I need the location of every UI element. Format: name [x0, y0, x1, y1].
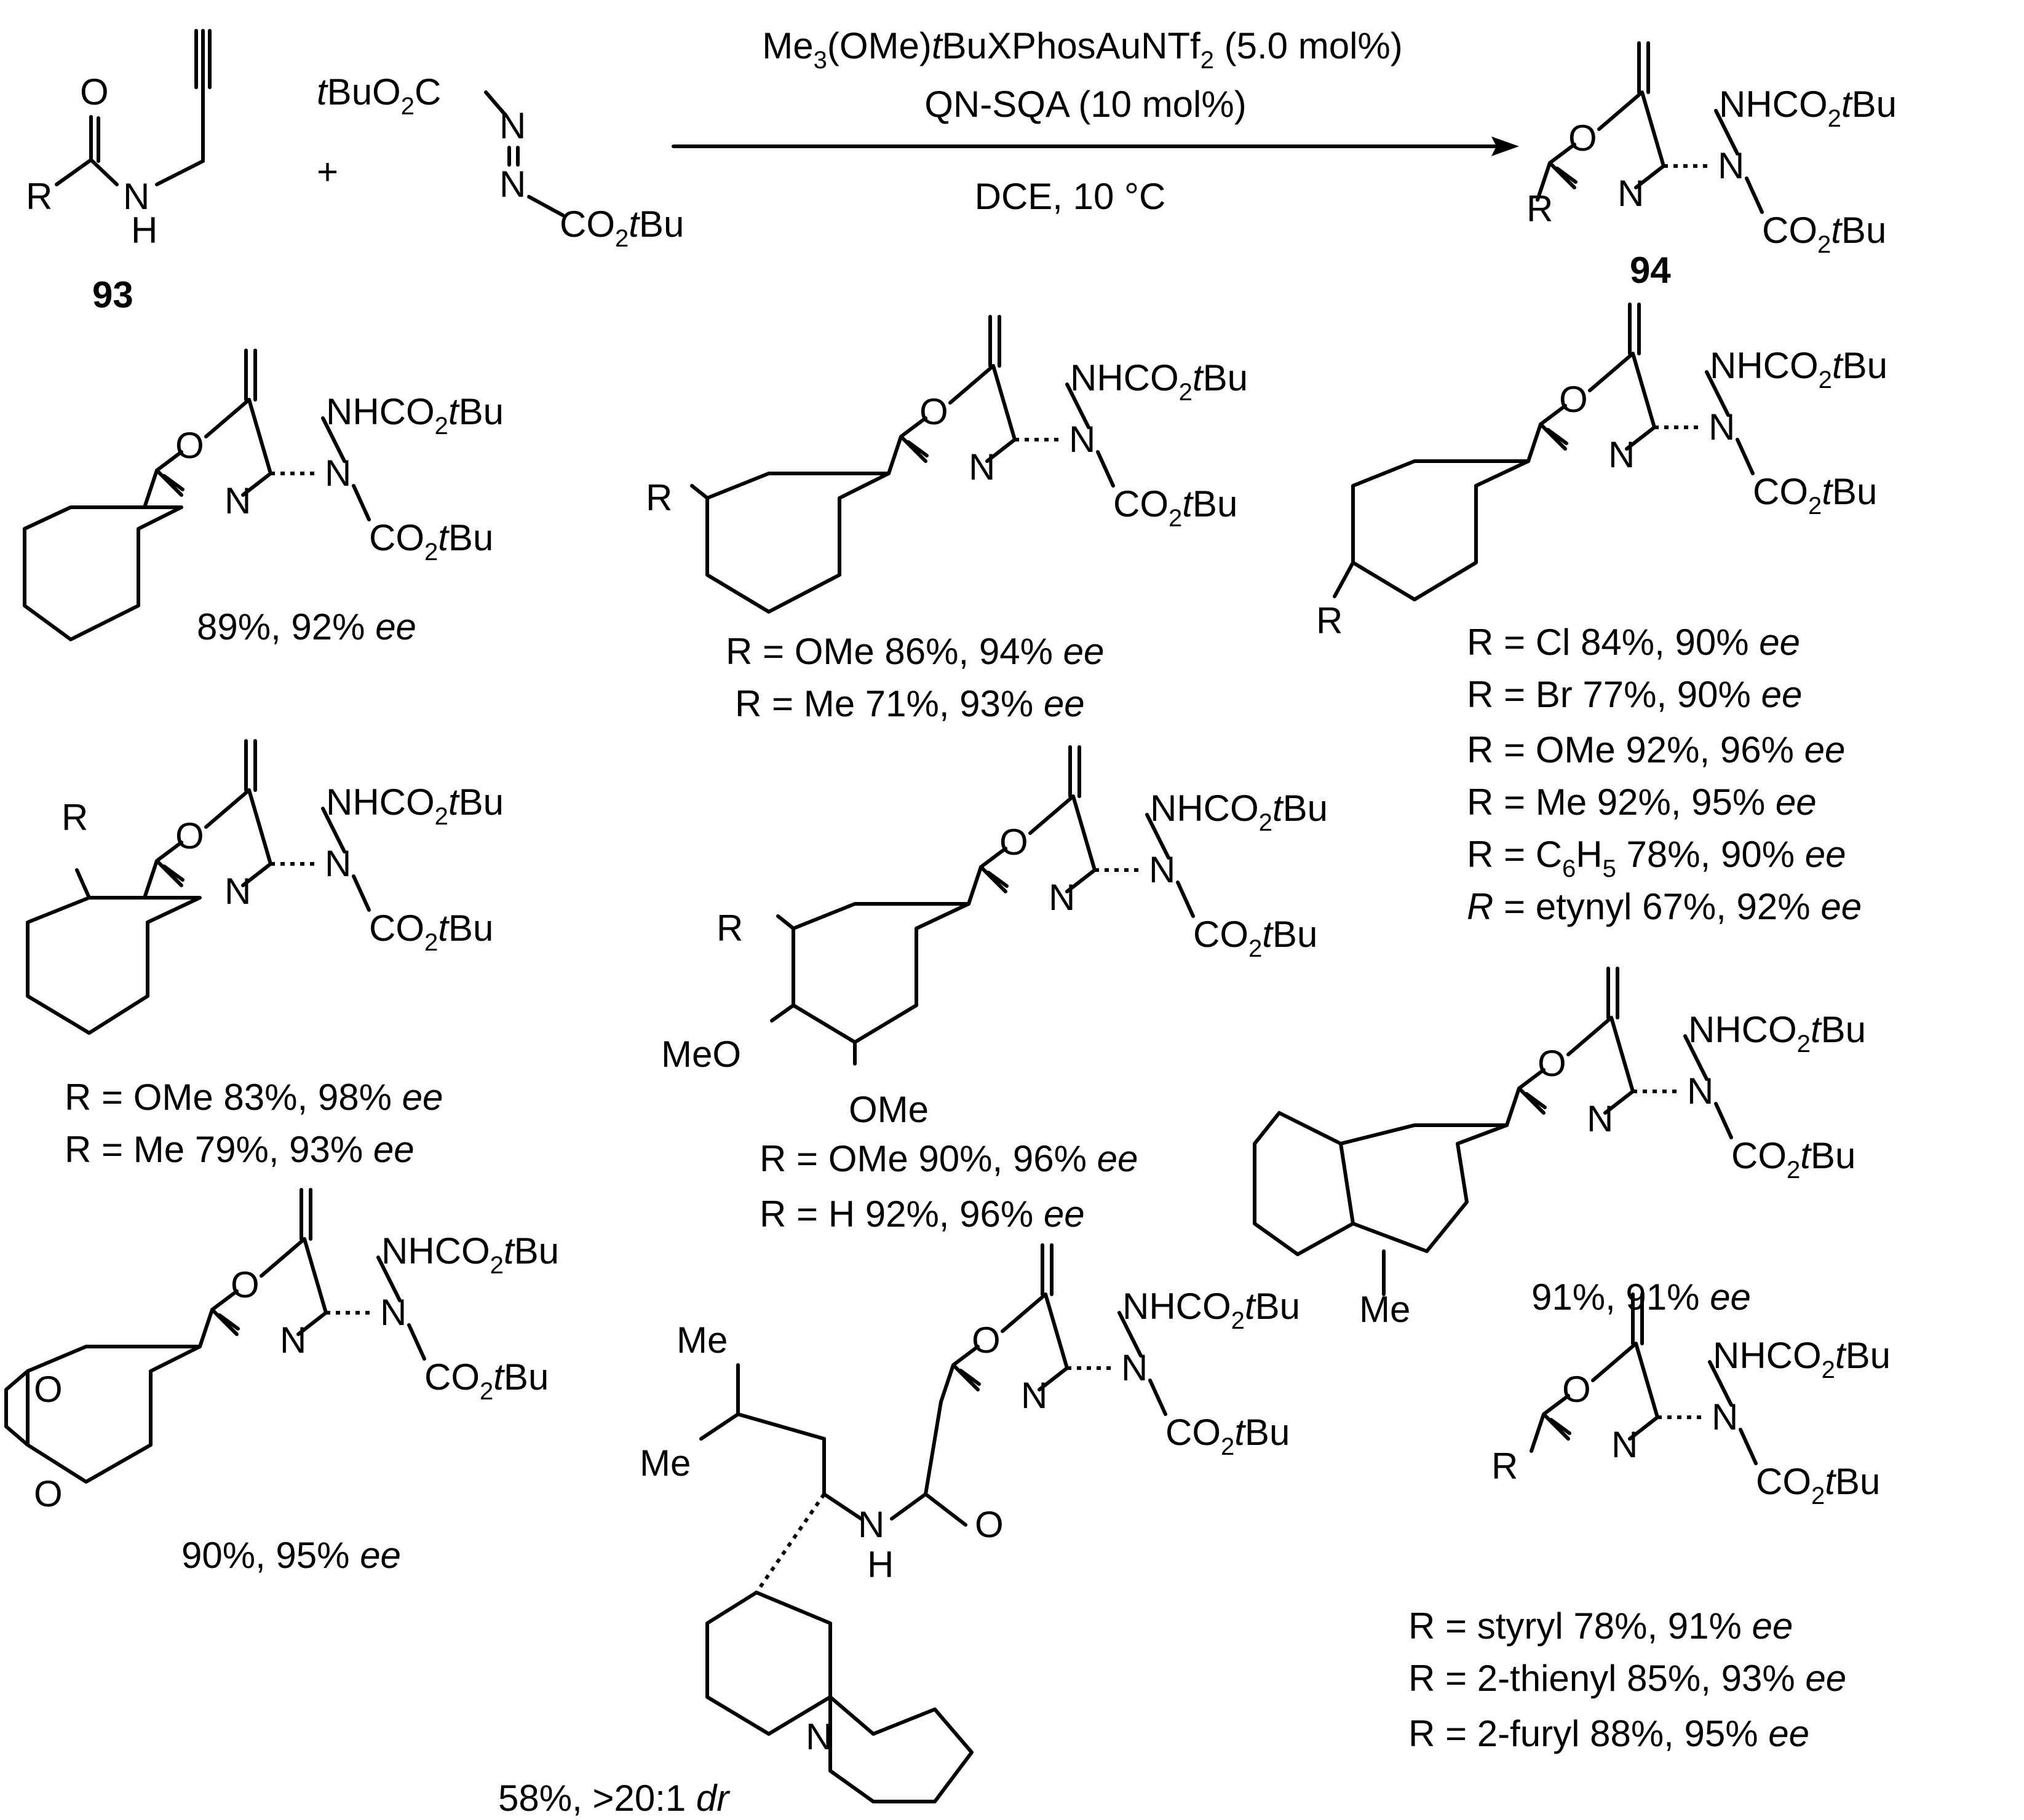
methyl-label: Me — [677, 1320, 728, 1361]
product-phenyl — [23, 350, 504, 641]
atom-R: R — [1491, 1446, 1518, 1487]
yield-hetero-1: R = styryl 78%, 91% ee — [1408, 1605, 1793, 1647]
yield-para-3: R = OMe 92%, 96% ee — [1467, 729, 1845, 770]
yield-phenyl: 89%, 92% ee — [197, 606, 416, 647]
methyl-label: Me — [640, 1442, 691, 1484]
compound-94-structure: R — [1526, 43, 1897, 258]
product-ortho-substituted: R — [26, 741, 504, 1035]
compound-94-label: 94 — [1630, 250, 1671, 291]
yield-ortho-2: R = Me 79%, 93% ee — [65, 1129, 415, 1170]
catalyst-label: Me3(OMe)tBuXPhosAuNTf2 (5.0 mol%) — [762, 25, 1402, 74]
atom-H: H — [867, 1544, 894, 1585]
reaction-arrow — [672, 136, 1519, 156]
atom-N: N — [858, 1504, 884, 1545]
atom-R: R — [716, 908, 743, 949]
atom-R: R — [26, 176, 52, 217]
product-benzodioxole: O O — [4, 1190, 559, 1514]
methyl-label: Me — [1359, 1289, 1410, 1330]
yield-meta-1: R = OMe 86%, 94% ee — [726, 631, 1104, 672]
atom-O: O — [34, 1473, 63, 1514]
methoxy-label: MeO — [661, 1034, 741, 1075]
yield-para-5: R = C6H5 78%, 90% ee — [1467, 834, 1846, 882]
atom-R: R — [646, 477, 672, 518]
methoxy-label: OMe — [849, 1089, 929, 1130]
plus-sign: + — [317, 151, 338, 192]
yield-trimethoxy-2: R = H 92%, 96% ee — [760, 1193, 1085, 1235]
product-meta-substituted: R — [646, 317, 1248, 614]
azodicarboxylate-structure: tBuO2C N N CO2tBu — [317, 71, 684, 252]
atom-O: O — [34, 1369, 63, 1410]
conditions-label: DCE, 10 °C — [975, 176, 1166, 217]
atom-N: N — [499, 164, 526, 205]
yield-para-6: R = etynyl 67%, 92% ee — [1467, 886, 1862, 927]
atom-N: N — [123, 176, 149, 217]
boc-group: CO2tBu — [560, 204, 684, 252]
atom-O: O — [80, 71, 109, 113]
atom-N: N — [806, 1716, 832, 1757]
cocatalyst-label: QN-SQA (10 mol%) — [924, 84, 1246, 125]
product-peptide: Me Me N H O N — [640, 1245, 1300, 1803]
yield-para-1: R = Cl 84%, 90% ee — [1467, 622, 1800, 663]
yield-hetero-3: R = 2-furyl 88%, 95% ee — [1408, 1713, 1809, 1754]
product-trimethoxy: R MeO OMe — [661, 747, 1328, 1130]
yield-indene: 91%, 91% ee — [1531, 1276, 1751, 1318]
product-indenyl: Me — [1253, 968, 1866, 1330]
yield-hetero-2: R = 2-thienyl 85%, 93% ee — [1408, 1658, 1846, 1699]
atom-N: N — [499, 105, 526, 146]
compound-93-structure: R O N H — [26, 29, 212, 251]
yield-meta-2: R = Me 71%, 93% ee — [735, 683, 1085, 724]
yield-ortho-1: R = OMe 83%, 98% ee — [65, 1077, 443, 1118]
product-para-substituted: R — [1316, 304, 1887, 641]
atom-R: R — [62, 797, 88, 838]
yield-para-2: R = Br 77%, 90% ee — [1467, 674, 1802, 715]
atom-O: O — [975, 1504, 1004, 1545]
atom-R: R — [1316, 600, 1343, 641]
atom-R: R — [1526, 188, 1553, 229]
atom-H: H — [131, 210, 157, 251]
product-hetero: R — [1491, 1294, 1891, 1509]
yield-peptide: 58%, >20:1 dr — [498, 1778, 730, 1819]
yield-benzodioxole: 90%, 95% ee — [181, 1535, 401, 1576]
boc-top-group: tBuO2C — [317, 71, 441, 120]
compound-93-label: 93 — [92, 274, 133, 315]
yield-trimethoxy-1: R = OMe 90%, 96% ee — [760, 1138, 1138, 1179]
yield-para-4: R = Me 92%, 95% ee — [1467, 781, 1817, 823]
